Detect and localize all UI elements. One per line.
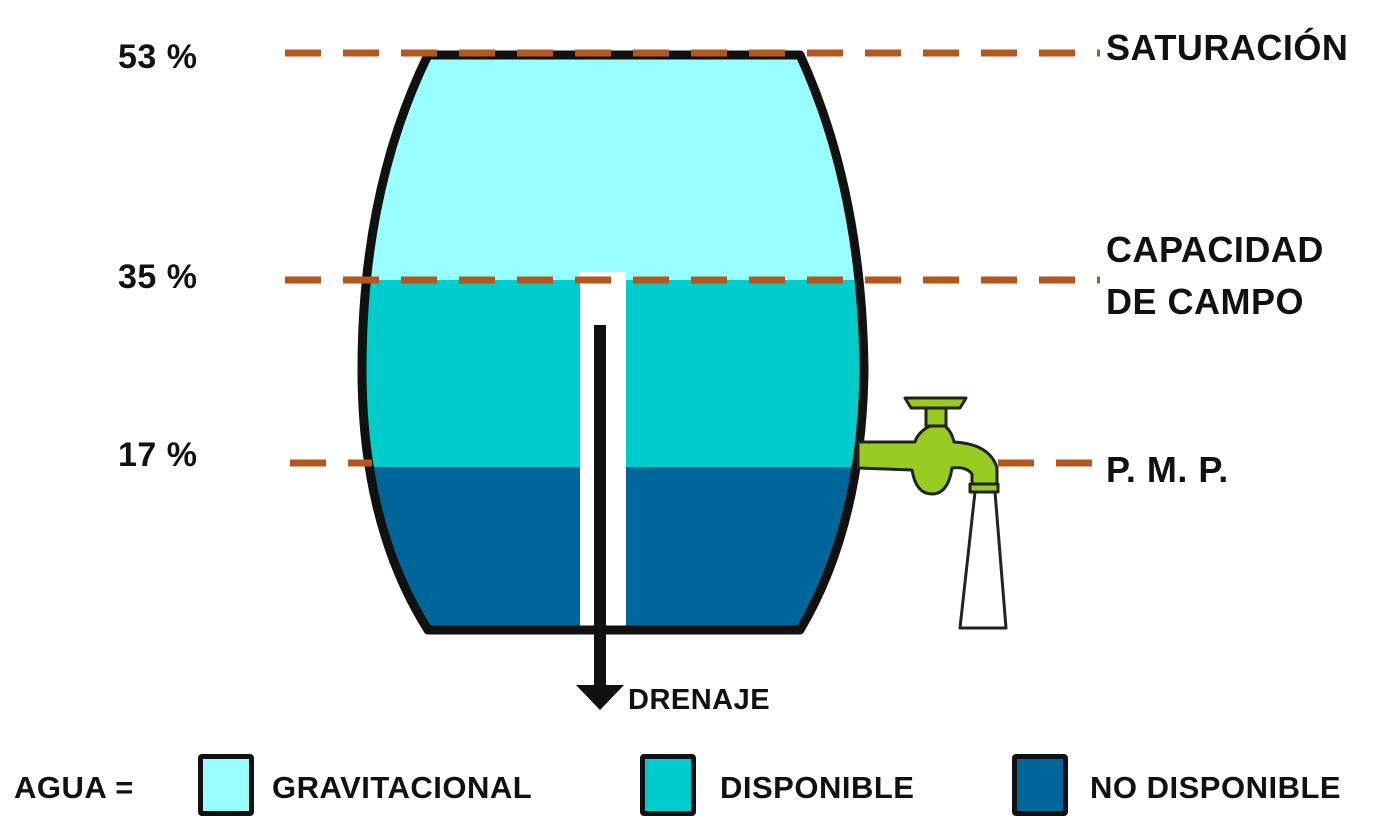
drainage-label: DRENAJE xyxy=(628,684,771,716)
barrel-outline xyxy=(357,50,869,635)
saturation-label: SATURACIÓN xyxy=(1106,27,1349,68)
field-capacity-percent: 35 % xyxy=(118,258,198,296)
legend-label-gravitational: GRAVITACIONAL xyxy=(272,770,533,805)
wilting-point-label: P. M. P. xyxy=(1106,449,1229,490)
down-arrow-icon xyxy=(576,325,624,710)
faucet-water-stream xyxy=(958,490,1008,630)
legend-label-unavailable: NO DISPONIBLE xyxy=(1090,770,1342,805)
legend-swatch-unavailable xyxy=(1012,754,1068,816)
legend-swatch-gravitational xyxy=(198,754,254,816)
field-capacity-label-line2: DE CAMPO xyxy=(1106,281,1305,322)
legend-prefix: AGUA = xyxy=(14,770,134,805)
wilting-point-percent: 17 % xyxy=(118,436,198,474)
field-capacity-label-line1: CAPACIDAD xyxy=(1106,229,1324,270)
gravitational-water-layer xyxy=(362,55,864,280)
saturation-percent: 53 % xyxy=(118,38,198,76)
legend-swatch-available xyxy=(640,754,696,816)
faucet-icon xyxy=(856,396,1000,496)
barrel-water-layers xyxy=(362,55,864,630)
legend-label-available: DISPONIBLE xyxy=(720,770,915,805)
